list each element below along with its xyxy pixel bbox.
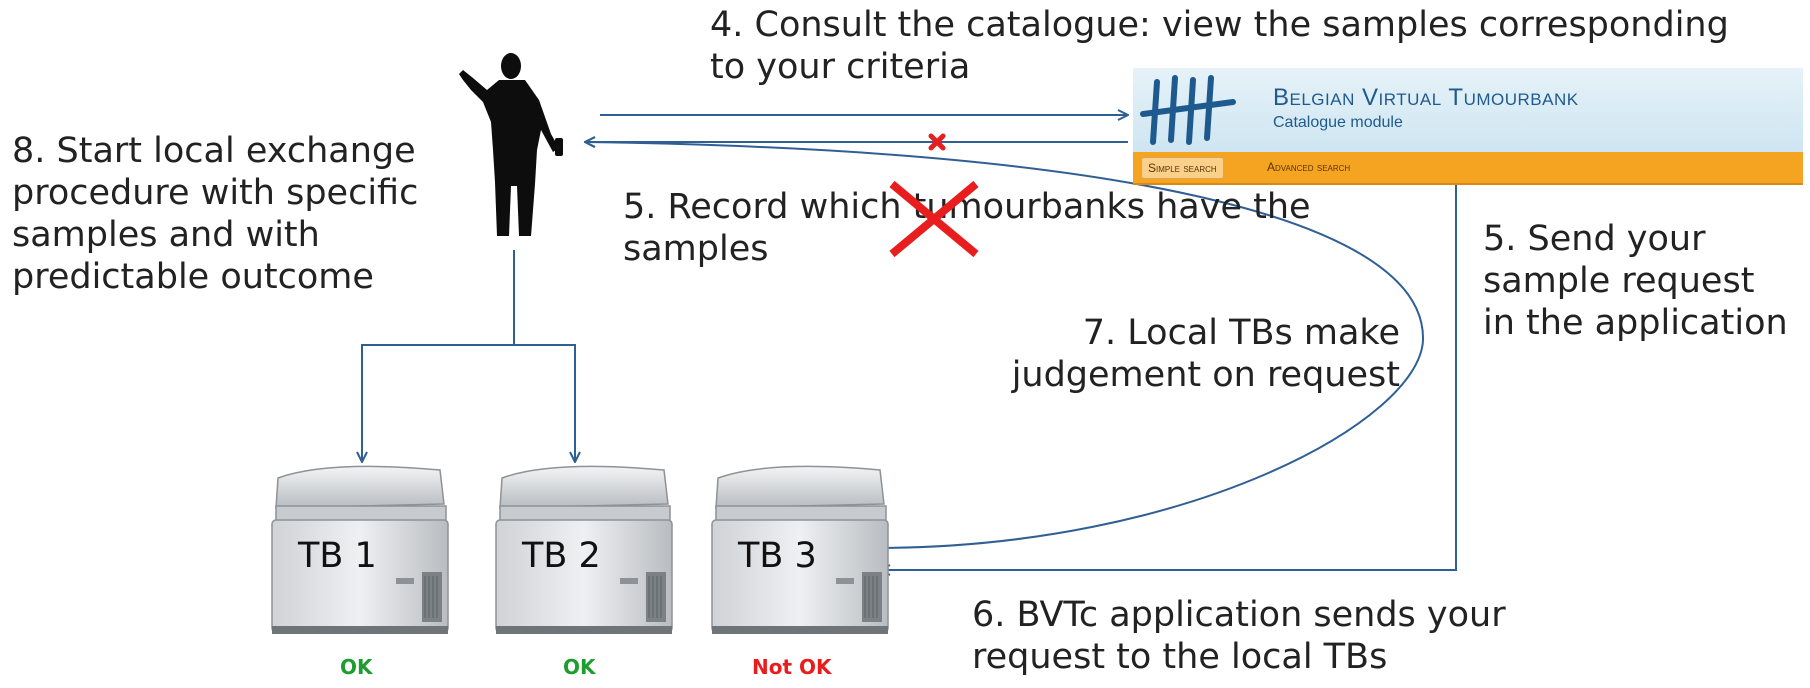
step8-text-line4: predictable outcome — [12, 257, 374, 297]
banner-tab-bar: Simple search Advanced search — [1133, 152, 1803, 183]
tab-advanced-search[interactable]: Advanced search — [1267, 160, 1351, 174]
chest-freezer-icon — [495, 465, 673, 634]
step4-text-line2: to your criteria — [710, 47, 971, 87]
tab-simple-search[interactable]: Simple search — [1141, 157, 1224, 179]
arrow-to-tb1 — [362, 250, 515, 462]
step5-record-line2: samples — [623, 229, 769, 269]
arrow-judgement-curve — [585, 142, 1425, 549]
tb-status-badge: OK — [340, 655, 373, 679]
tally-marks-logo-icon — [1140, 75, 1236, 145]
tb-status-badge: Not OK — [752, 655, 832, 679]
step8-text-line3: samples and with — [12, 215, 320, 255]
step6-text-line1: 6. BVTc application sends your — [972, 595, 1506, 635]
step8-text-line1: 8. Start local exchange — [12, 131, 416, 171]
red-cross-icon — [889, 180, 979, 258]
person-silhouette-icon — [459, 53, 563, 236]
step6-text-line2: request to the local TBs — [972, 637, 1388, 677]
chest-freezer-icon — [711, 465, 889, 634]
tb-freezer-3: TB 3 — [708, 460, 893, 640]
tb-freezer-2: TB 2 — [492, 460, 677, 640]
chest-freezer-icon — [271, 465, 449, 634]
step5-send-line3: in the application — [1483, 303, 1788, 343]
step5-send-line2: sample request — [1483, 261, 1755, 301]
arrow-send-request — [880, 183, 1457, 570]
step7-text-line2: judgement on request — [1011, 355, 1400, 395]
step8-text-line2: procedure with specific — [12, 173, 419, 213]
small-cross-icon — [928, 133, 946, 151]
tb-label: TB 2 — [522, 536, 601, 576]
banner-title: Belgian Virtual Tumourbank — [1273, 84, 1579, 111]
tb-status-badge: OK — [563, 655, 596, 679]
step5-send-line1: 5. Send your — [1483, 219, 1706, 259]
tb-freezer-1: TB 1 — [268, 460, 453, 640]
catalogue-banner: Belgian Virtual Tumourbank Catalogue mod… — [1133, 68, 1803, 185]
step7-text-line1: 7. Local TBs make — [1082, 313, 1400, 353]
tb-label: TB 1 — [298, 536, 377, 576]
banner-subtitle: Catalogue module — [1273, 114, 1403, 131]
tb-label: TB 3 — [738, 536, 817, 576]
arrow-to-tb2 — [514, 344, 575, 462]
step4-text-line1: 4. Consult the catalogue: view the sampl… — [710, 5, 1729, 45]
